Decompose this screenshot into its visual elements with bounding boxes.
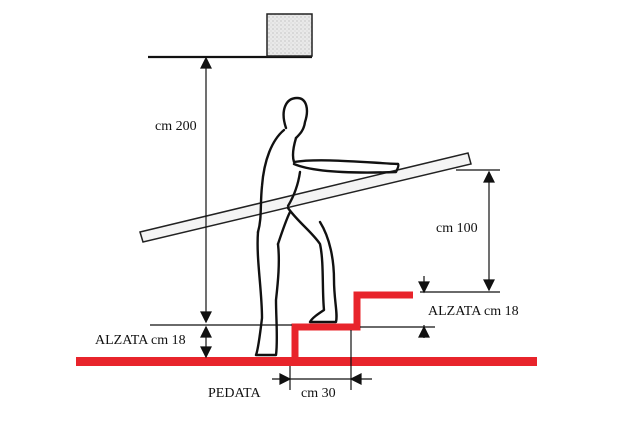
headroom-label: cm 200: [155, 119, 197, 134]
stair-profile: [291, 291, 413, 357]
dimension-tread: [272, 330, 372, 390]
human-figure: [254, 96, 400, 357]
tread-caption: PEDATA: [208, 386, 261, 401]
tread-value-label: cm 30: [301, 386, 336, 401]
ceiling-box: [266, 13, 313, 57]
riser-bottom-label: ALZATA cm 18: [95, 333, 186, 348]
floor-bar: [76, 357, 537, 366]
dimension-handrail-height: [420, 169, 500, 293]
dimension-riser-top: [360, 276, 435, 338]
handrail: [139, 152, 472, 243]
handrail-height-label: cm 100: [436, 221, 478, 236]
dimension-riser-bottom: [150, 324, 292, 359]
dimension-headroom: [200, 56, 212, 324]
riser-top-label: ALZATA cm 18: [428, 304, 519, 319]
